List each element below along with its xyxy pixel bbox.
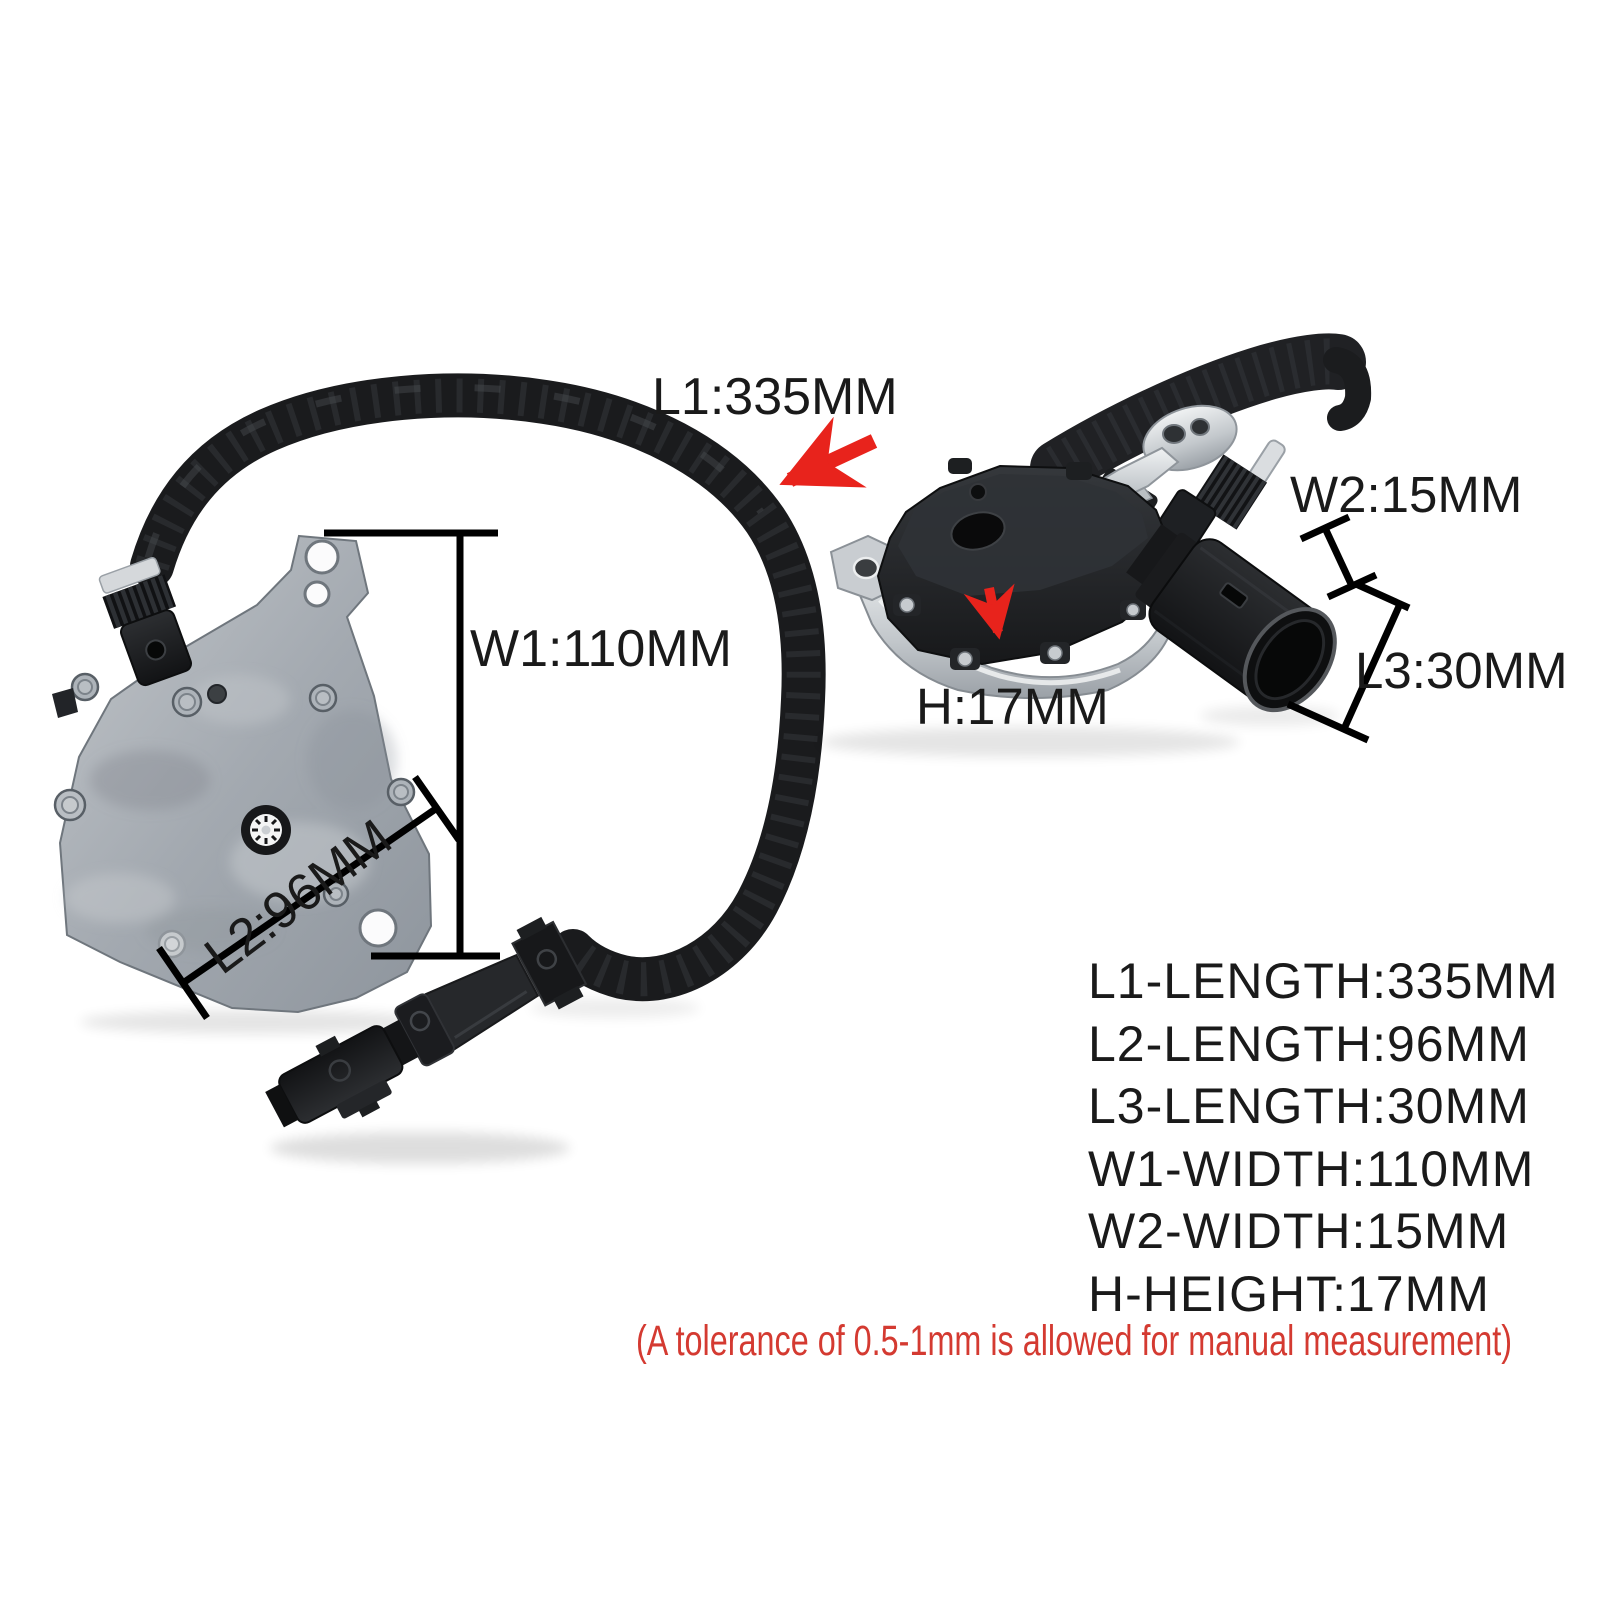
spline-bore — [241, 805, 291, 855]
base-tab-hole — [852, 556, 880, 580]
l2-line — [181, 805, 439, 986]
l2-tick-a — [156, 946, 210, 1020]
w2-tick-b — [1326, 571, 1378, 601]
l3-line — [1340, 602, 1404, 731]
tab-hole-1 — [304, 539, 340, 575]
label-l3: L3:30MM — [1355, 642, 1568, 699]
l1-arrow — [779, 416, 878, 488]
l3-tick-b — [1286, 700, 1370, 744]
spec-line-w1: W1-WIDTH:110MM — [1088, 1141, 1534, 1197]
spec-line-l1: L1-LENGTH:335MM — [1088, 953, 1559, 1009]
label-h: H:17MM — [916, 678, 1109, 735]
right-connector — [1126, 523, 1337, 713]
plate-clip — [52, 688, 78, 718]
module-center-hole — [950, 511, 1006, 551]
w2-tick-a — [1299, 513, 1351, 543]
spec-line-h: H-HEIGHT:17MM — [1088, 1266, 1490, 1322]
plate-small-hole — [207, 684, 227, 704]
spec-list: L1-LENGTH:335MM L2-LENGTH:96MM L3-LENGTH… — [1088, 953, 1559, 1322]
plate-connector — [98, 557, 192, 687]
connector-shadow — [270, 1132, 570, 1164]
right-product-photo — [820, 333, 1372, 757]
red-arrows — [779, 416, 1015, 640]
w2-line — [1321, 526, 1356, 588]
ribbed-boot — [1192, 454, 1268, 530]
switch-module — [876, 458, 1170, 670]
label-l1: L1:335MM — [652, 368, 898, 426]
right-shadow-1 — [820, 727, 1240, 757]
strap-cable — [1030, 333, 1372, 496]
spec-line-l3: L3-LENGTH:30MM — [1088, 1078, 1530, 1134]
dimension-lines — [156, 513, 1411, 1020]
label-w2: W2:15MM — [1290, 466, 1522, 523]
spec-line-w2: W2-WIDTH:15MM — [1088, 1203, 1509, 1259]
module-small-hole — [969, 483, 987, 501]
h-arrow — [963, 583, 1015, 640]
l2-tick-b — [412, 774, 462, 843]
cable-end-connector — [265, 916, 588, 1128]
cable-shadow — [530, 998, 700, 1018]
bracket-hole-2 — [1190, 418, 1210, 436]
spec-line-l2: L2-LENGTH:96MM — [1088, 1016, 1530, 1072]
module-bosses — [893, 458, 1146, 670]
tab-hole-3 — [358, 908, 398, 948]
cable-loop — [130, 373, 826, 1002]
label-w1: W1:110MM — [470, 620, 732, 678]
plate-shadow — [80, 1010, 430, 1034]
l3-tick-a — [1354, 580, 1411, 612]
plate-screws — [53, 672, 416, 959]
cable-band — [98, 557, 161, 594]
tab-hole-2 — [303, 580, 331, 608]
bracket-hole-1 — [1162, 424, 1186, 444]
tolerance-note: (A tolerance of 0.5-1mm is allowed for m… — [636, 1317, 1512, 1365]
strap-tip — [1323, 347, 1372, 431]
